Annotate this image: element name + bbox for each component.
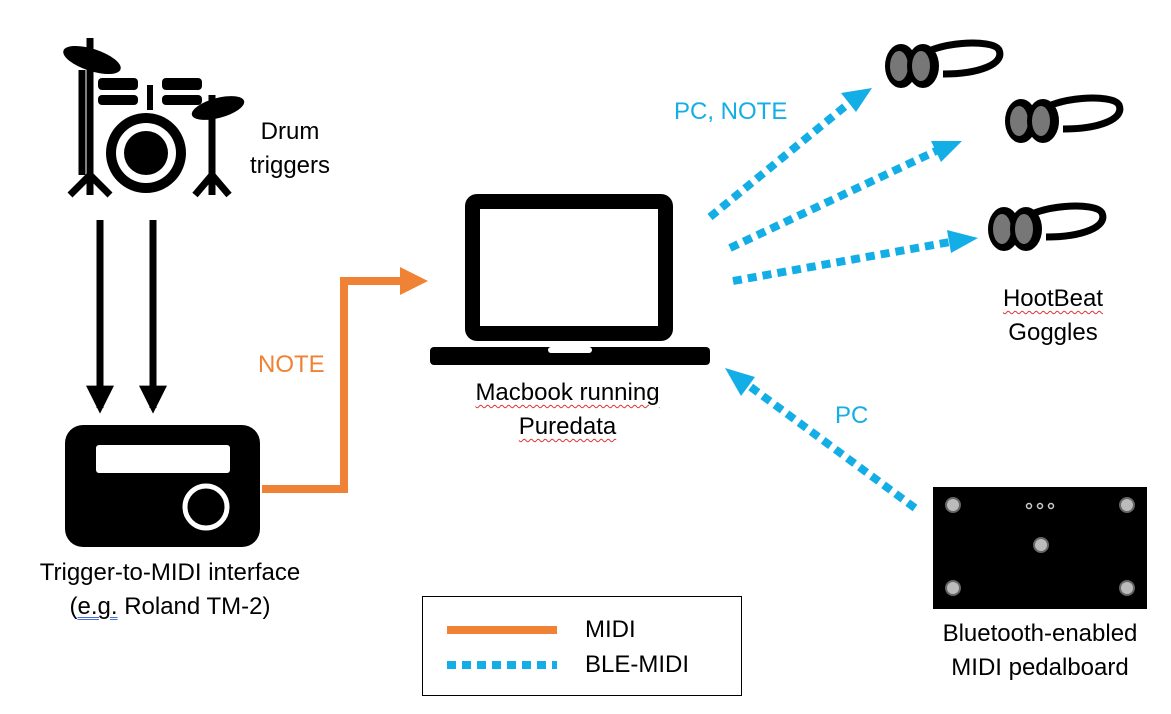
drum-triggers-label-line1: Drum	[260, 118, 320, 145]
laptop-label-line2: Puredata	[518, 413, 617, 440]
drum-triggers-label-line2: triggers	[249, 152, 331, 179]
midi-connection-line	[262, 277, 405, 493]
legend-item-midi: MIDI	[423, 613, 741, 647]
goggles-label-line1: HootBeat	[1002, 285, 1104, 312]
pedalboard-label-line1: Bluetooth-enabled	[942, 620, 1138, 647]
pedalboard-icon	[933, 487, 1147, 609]
legend-ble-midi-label: BLE-MIDI	[585, 651, 690, 678]
laptop-label: Macbook running Puredata	[445, 376, 690, 444]
midi-interface-icon	[65, 425, 260, 547]
interface-label: Trigger-to-MIDI interface (e.g. Roland T…	[10, 556, 330, 624]
interface-label-line2: (e.g. Roland TM-2)	[69, 593, 271, 620]
midi-connection-arrowhead	[400, 267, 428, 295]
ble-midi-from-pedalboard	[745, 381, 918, 512]
drum-triggers-label: Drum triggers	[240, 115, 340, 183]
legend: MIDI BLE-MIDI	[422, 596, 742, 696]
ble-midi-to-goggles	[707, 100, 951, 285]
legend-item-ble-midi: BLE-MIDI	[423, 648, 741, 682]
drum-kit-icon	[63, 38, 245, 198]
laptop-icon	[430, 194, 710, 365]
goggles-label: HootBeat Goggles	[978, 282, 1128, 350]
goggles-label-line2: Goggles	[1008, 319, 1098, 346]
pedalboard-label: Bluetooth-enabled MIDI pedalboard	[920, 617, 1160, 685]
pedalboard-label-line2: MIDI pedalboard	[951, 654, 1129, 681]
ble-midi-pedalboard-arrowhead	[725, 368, 755, 396]
legend-ble-midi-swatch	[447, 661, 557, 669]
legend-midi-swatch	[447, 626, 557, 634]
pedalboard-to-laptop-edge-label: PC	[835, 402, 869, 429]
interface-to-laptop-edge-label: NOTE	[258, 351, 325, 378]
interface-label-line1: Trigger-to-MIDI interface	[39, 559, 301, 586]
laptop-to-goggles-edge-label: PC, NOTE	[674, 98, 788, 125]
legend-midi-label: MIDI	[585, 616, 636, 643]
goggles-icon	[885, 39, 1124, 251]
laptop-label-line1: Macbook running	[475, 379, 660, 406]
ble-midi-goggles-arrowheads	[841, 88, 978, 253]
